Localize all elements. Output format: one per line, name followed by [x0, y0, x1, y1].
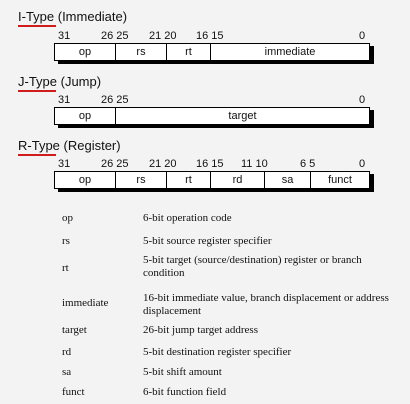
legend-field-name: sa	[62, 366, 72, 378]
j-type-bit-0: 0	[359, 94, 366, 106]
i-type-bit-31: 31	[58, 30, 71, 42]
i-type-underline	[18, 25, 56, 27]
r-type-bit-21-20: 21 20	[149, 158, 177, 170]
legend-field-description: 6-bit operation code	[143, 212, 232, 224]
legend-field-name: rd	[62, 346, 72, 358]
legend-field-name: op	[62, 212, 73, 224]
r-type-field-op: op	[55, 172, 116, 188]
j-type-format: op target	[54, 107, 370, 125]
r-type-bit-31: 31	[58, 158, 71, 170]
legend-field-description: 5-bit target (source/destination) regist…	[143, 254, 362, 279]
j-type-field-target: target	[228, 109, 257, 122]
r-type-field-rd: rd	[211, 172, 265, 188]
i-type-field-op: op	[55, 44, 116, 60]
legend-field-description: 16-bit immediate value, branch displacem…	[143, 292, 389, 317]
legend-field-name: rs	[62, 235, 70, 247]
r-type-field-rt: rt	[167, 172, 211, 188]
legend-field-name: immediate	[62, 297, 109, 309]
legend-field-name: rt	[62, 262, 69, 274]
i-type-bit-21-20: 21 20	[149, 30, 177, 42]
j-type-field-op: op	[55, 108, 116, 124]
i-type-field-rs: rs	[116, 44, 167, 60]
i-type-title: I-Type (Immediate)	[18, 9, 128, 24]
legend-field-name: funct	[62, 386, 85, 398]
r-type-bit-6-5: 6 5	[300, 158, 316, 170]
i-type-format: op rs rt immediate	[54, 43, 370, 61]
legend-field-description: 26-bit jump target address	[143, 324, 258, 336]
legend-field-description: 6-bit function field	[143, 386, 227, 398]
i-type-field-rt: rt	[167, 44, 211, 60]
r-type-underline	[18, 154, 56, 156]
r-type-bit-0: 0	[359, 158, 366, 170]
r-type-field-sa: sa	[265, 172, 311, 188]
legend-field-name: target	[62, 324, 87, 336]
legend-field-description: 5-bit shift amount	[143, 366, 222, 378]
r-type-title: R-Type (Register)	[18, 138, 121, 153]
legend-field-description: 5-bit destination register specifier	[143, 346, 292, 358]
i-type-bit-26-25: 26 25	[101, 30, 129, 42]
r-type-field-rs: rs	[116, 172, 167, 188]
i-type-bit-16-15: 16 15	[196, 30, 224, 42]
i-type-bit-0: 0	[359, 30, 366, 42]
r-type-field-funct: funct	[328, 173, 352, 186]
j-type-bit-31: 31	[58, 94, 71, 106]
legend-field-description: 5-bit source register specifier	[143, 235, 272, 247]
i-type-field-immediate: immediate	[264, 45, 316, 58]
r-type-bit-11-10: 11 10	[241, 158, 268, 170]
r-type-format: op rs rt rd sa funct	[54, 171, 370, 189]
j-type-underline	[18, 90, 56, 92]
r-type-bit-26-25: 26 25	[101, 158, 129, 170]
j-type-title: J-Type (Jump)	[18, 74, 102, 89]
j-type-bit-26-25: 26 25	[101, 94, 129, 106]
r-type-bit-16-15: 16 15	[196, 158, 224, 170]
